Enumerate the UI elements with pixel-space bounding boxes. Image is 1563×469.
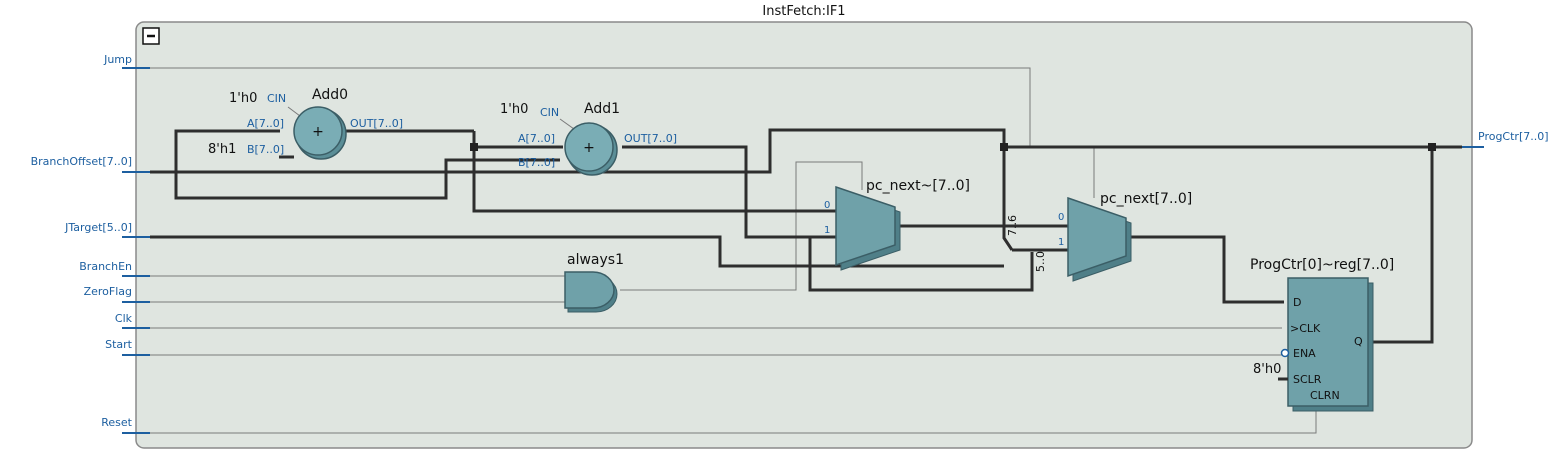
add0-symbol: + <box>312 124 324 140</box>
reg-name: ProgCtr[0]~reg[7..0] <box>1250 257 1394 273</box>
add0-name: Add0 <box>312 87 348 103</box>
bus-add0-a[interactable] <box>174 129 560 200</box>
collapse-button[interactable] <box>142 27 160 45</box>
module-frame[interactable] <box>135 21 1473 449</box>
bus-wires <box>150 128 1462 344</box>
bus-tap-lo[interactable] <box>808 237 1034 292</box>
input-label-zeroflag: ZeroFlag <box>84 285 132 298</box>
input-label-jump: Jump <box>103 53 132 66</box>
bus-mux-out[interactable] <box>1126 235 1284 304</box>
mux-pc-next-in1: 1 <box>1058 237 1064 248</box>
add0-a-label: A[7..0] <box>247 117 284 130</box>
input-label-branchen: BranchEn <box>79 260 132 273</box>
always1-gate[interactable] <box>564 271 618 313</box>
bus-tap-hi[interactable] <box>1002 147 1014 251</box>
input-label-start: Start <box>105 338 133 351</box>
add1-out-label: OUT[7..0] <box>624 132 677 145</box>
module-title: InstFetch:IF1 <box>762 4 845 19</box>
add1-cin-label: CIN <box>540 106 559 119</box>
reg-ena-invert <box>1280 348 1290 358</box>
reg-sclr-const: 8'h0 <box>1253 362 1281 377</box>
progctr-register[interactable] <box>1287 277 1374 412</box>
reg-q-label: Q <box>1354 335 1363 348</box>
reg-sclr-label: SCLR <box>1293 373 1322 386</box>
output-label-progctr: ProgCtr[7..0] <box>1478 130 1549 143</box>
input-label-jtarget: JTarget[5..0] <box>64 221 132 234</box>
bus-mux-tilde-in0[interactable] <box>472 131 836 213</box>
junction-mid <box>1000 143 1008 151</box>
add0-cin-const: 1'h0 <box>229 91 257 106</box>
add1-name: Add1 <box>584 101 620 117</box>
reg-d-label: D <box>1293 296 1301 309</box>
mux-pc-next-tilde-in0: 0 <box>824 200 830 211</box>
always1-name: always1 <box>567 252 624 268</box>
mux-pc-next-tilde[interactable] <box>835 185 901 271</box>
wire-reset[interactable] <box>150 410 1317 434</box>
mux-pc-next-name: pc_next[7..0] <box>1100 191 1192 207</box>
add1-symbol: + <box>583 140 595 156</box>
mux-pc-next-in0: 0 <box>1058 212 1064 223</box>
input-label-clk: Clk <box>115 312 133 325</box>
wire-add0-cin[interactable] <box>287 106 301 117</box>
junction-out <box>1428 143 1436 151</box>
add1-cin-const: 1'h0 <box>500 102 528 117</box>
bus-add1-out[interactable] <box>622 145 836 239</box>
mux-pc-next-tilde-name: pc_next~[7..0] <box>866 178 970 194</box>
add0-cin-label: CIN <box>267 92 286 105</box>
junction-add0 <box>470 143 478 151</box>
add0-block[interactable]: + <box>293 106 347 160</box>
add1-b-label: B[7..0] <box>518 156 555 169</box>
input-label-branchoffset: BranchOffset[7..0] <box>31 155 132 168</box>
add0-out-label: OUT[7..0] <box>350 117 403 130</box>
wire-always1-out[interactable] <box>620 161 863 291</box>
tap-hi-label: 7..6 <box>1006 215 1019 236</box>
add1-a-label: A[7..0] <box>518 132 555 145</box>
bus-reg-q[interactable] <box>1370 147 1434 344</box>
add0-b-label: B[7..0] <box>247 143 284 156</box>
input-label-reset: Reset <box>101 416 132 429</box>
bus-branchoffset[interactable] <box>150 128 1006 174</box>
reg-clrn-label: CLRN <box>1310 389 1340 402</box>
add1-block[interactable]: + <box>564 122 618 176</box>
add0-b-const: 8'h1 <box>208 142 236 157</box>
mux-pc-next-tilde-in1: 1 <box>824 225 830 236</box>
reg-ena-label: ENA <box>1293 347 1316 360</box>
tap-lo-label: 5..0 <box>1034 251 1047 272</box>
bus-jtarget[interactable] <box>150 235 1004 268</box>
wire-add1-cin[interactable] <box>559 118 575 130</box>
reg-clk-label: >CLK <box>1290 322 1321 335</box>
mux-pc-next[interactable] <box>1067 196 1132 282</box>
